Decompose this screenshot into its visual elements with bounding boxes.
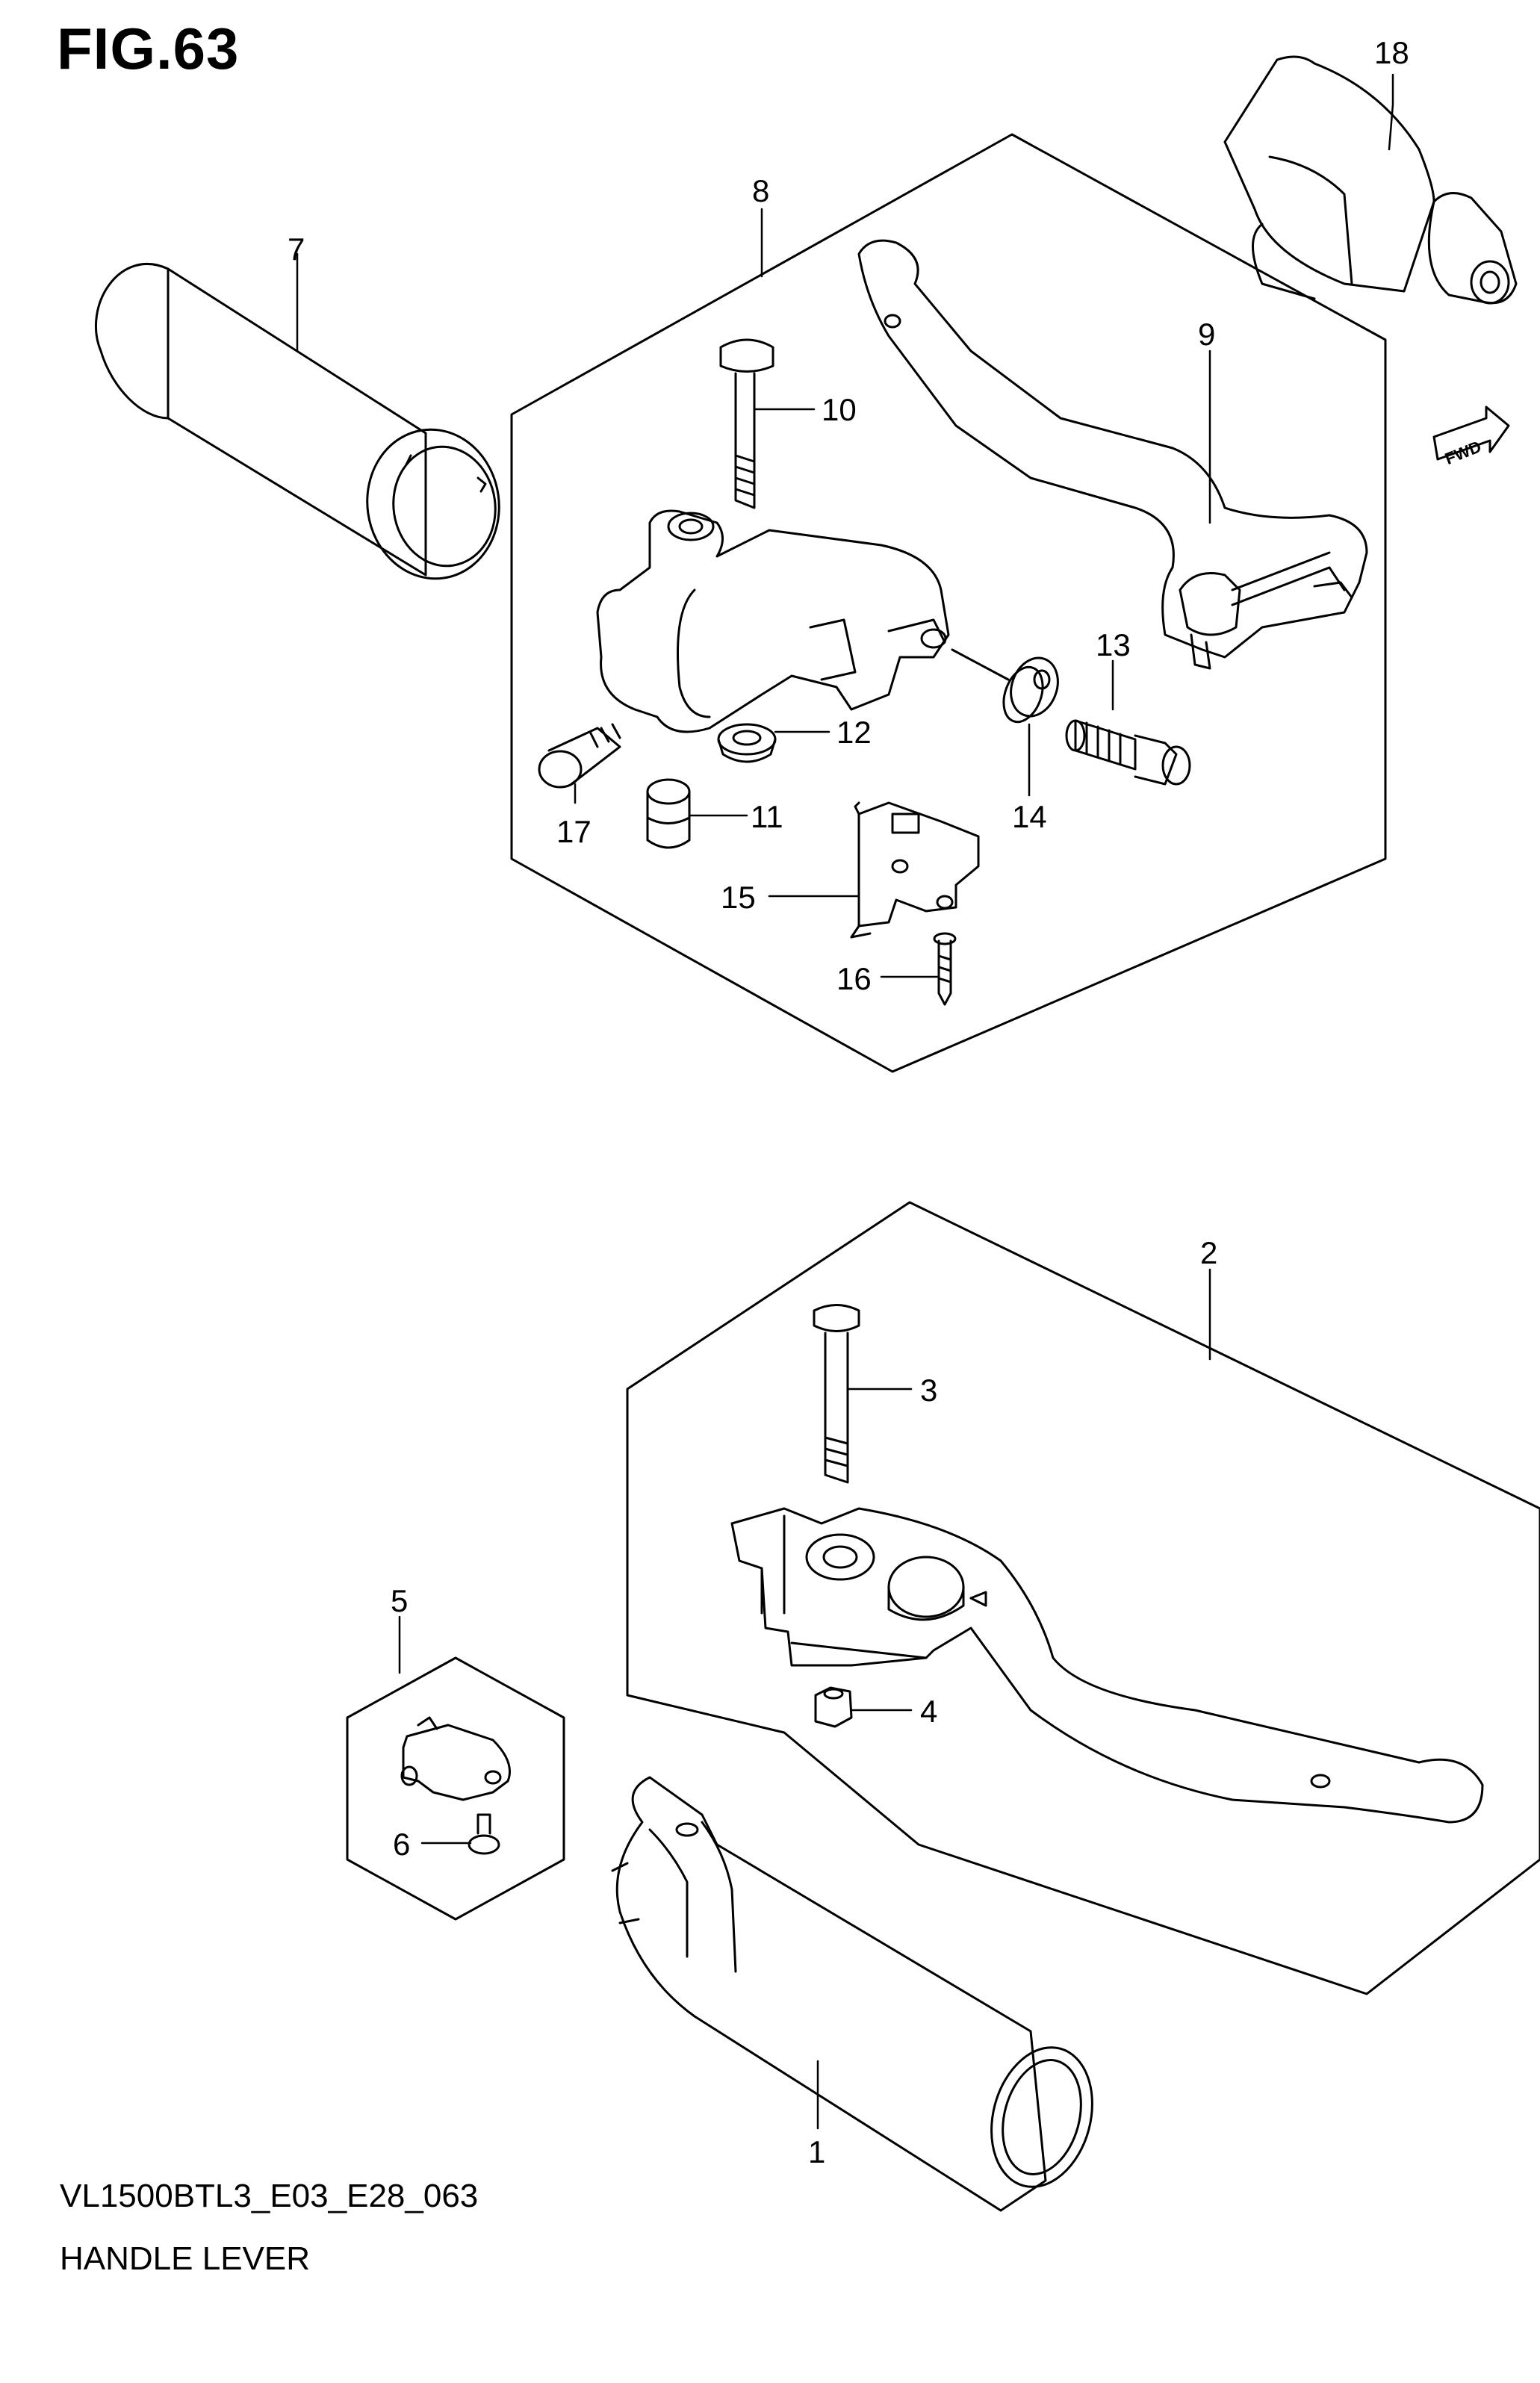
brake-lever-2: [730, 1507, 1484, 1824]
cover-18: [1223, 55, 1518, 305]
callout-1: 1: [808, 2134, 825, 2169]
callout-16: 16: [836, 961, 872, 996]
callout-9: 9: [1198, 317, 1215, 352]
callout-10: 10: [822, 392, 857, 427]
callout-12: 12: [836, 715, 872, 750]
switch-15: [850, 801, 980, 939]
figure-title: FIG.63: [57, 16, 240, 81]
callout-4: 4: [920, 1694, 937, 1729]
callout-17: 17: [556, 814, 592, 849]
callout-15: 15: [721, 880, 756, 915]
bolt-10: [719, 338, 774, 509]
nut-12: [717, 723, 777, 763]
callout-13: 13: [1096, 627, 1131, 662]
assembly-5-outline: [346, 1656, 565, 1921]
callout-18: 18: [1374, 35, 1409, 70]
fwd-arrow-icon: [1432, 406, 1510, 461]
grip-7: [94, 263, 500, 580]
callout-14: 14: [1012, 799, 1047, 834]
screw-6: [468, 1813, 500, 1855]
callout-6: 6: [393, 1827, 410, 1862]
fwd-label: FWD: [1442, 437, 1484, 468]
washer-14: [951, 648, 1059, 724]
collar-11: [646, 778, 691, 849]
callout-7: 7: [288, 232, 305, 267]
clutch-lever-9: [857, 239, 1368, 670]
throttle-grip-1: [611, 1776, 1093, 2212]
switch-5: [400, 1716, 511, 1801]
callout-5: 5: [391, 1583, 408, 1618]
bolt-3: [813, 1304, 860, 1484]
screw-16: [933, 932, 957, 1006]
figure-name: HANDLE LEVER: [60, 2240, 311, 2277]
assembly-8-outline: [510, 133, 1387, 1073]
screw-17: [538, 723, 621, 789]
callout-3: 3: [920, 1373, 937, 1408]
lever-holder-8: [596, 509, 950, 733]
nut-4: [814, 1686, 853, 1728]
figure-code: VL1500BTL3_E03_E28_063: [60, 2178, 479, 2214]
callout-11: 11: [751, 799, 783, 834]
adjuster-bolt-13: [1065, 719, 1191, 786]
callout-2: 2: [1200, 1235, 1217, 1270]
callout-8: 8: [752, 173, 769, 208]
assembly-2-outline: [626, 1201, 1540, 1995]
